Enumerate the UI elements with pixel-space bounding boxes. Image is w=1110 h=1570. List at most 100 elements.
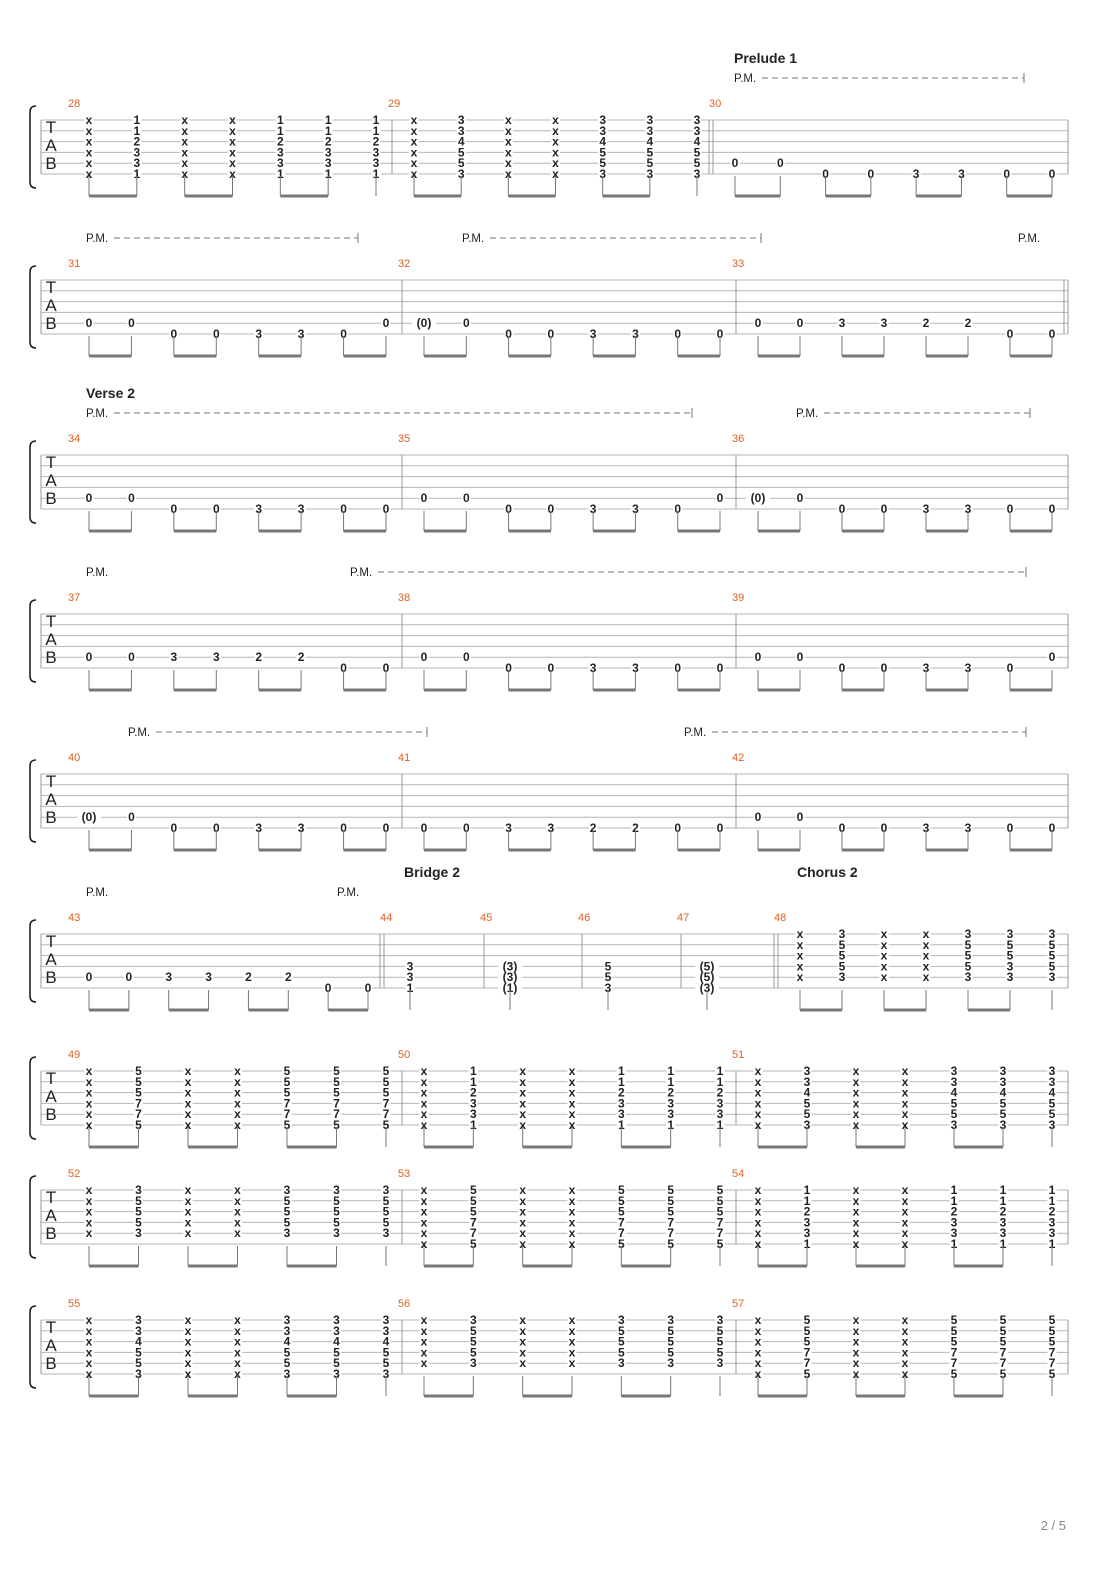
fret-backing [381,1358,391,1369]
muted-note: x [519,1324,526,1338]
muted-note: x [519,1356,526,1370]
fret-number: 3 [284,1313,291,1327]
fret-number: 0 [86,316,93,330]
fret-backing [180,158,190,169]
measure-number: 28 [68,98,80,110]
fret-number: 5 [1000,1313,1007,1327]
fret-backing [381,1217,391,1228]
measure-number: 41 [398,752,410,764]
fret-backing [851,1185,861,1195]
fret-backing [879,318,889,329]
muted-note: x [411,135,418,149]
muted-note: x [797,927,804,941]
measure-number: 32 [398,258,410,270]
fret-number: 5 [135,1345,142,1359]
fret-number: 0 [881,502,888,516]
fret-backing [900,1185,910,1195]
fret-number: 2 [133,135,140,149]
fret-number: 0 [777,156,784,170]
muted-note: x [519,1075,526,1089]
fret-backing [900,1239,910,1249]
muted-note: x [569,1086,576,1100]
fret-backing [254,823,264,833]
fret-backing [837,663,847,673]
fret-backing [949,1098,959,1109]
fret-number: 7 [470,1215,477,1229]
fret-number: 3 [1049,927,1056,941]
fret-backing [331,1206,342,1217]
fret-backing [169,504,179,514]
fret-backing [126,493,137,504]
fret-backing [456,158,466,169]
fret-number: 3 [599,113,606,127]
fret-backing [616,1228,626,1239]
fret-number: 5 [618,1205,625,1219]
fret-backing [1047,972,1057,983]
fret-backing [630,504,641,514]
section-heading: Bridge 2 [404,864,460,880]
fret-backing [1047,939,1057,950]
fret-number: 0 [797,650,804,664]
fret-backing [518,1358,528,1369]
muted-note: x [552,167,559,181]
fret-backing [837,504,847,514]
fret-number: 3 [839,970,846,984]
fret-backing [183,1098,193,1109]
fret-number: (3) [503,959,518,973]
fret-backing [645,125,655,136]
fret-number: 0 [548,327,555,341]
fret-backing [949,1206,959,1217]
fret-number: 0 [1049,327,1056,341]
muted-note: x [569,1205,576,1219]
fret-number: 5 [667,1183,674,1197]
fret-number: 3 [133,156,140,170]
fret-backing [503,504,514,514]
fret-backing [331,1185,342,1195]
fret-backing [598,147,608,158]
fret-backing [211,823,221,833]
muted-note: x [86,1183,93,1197]
muted-note: x [86,1324,93,1338]
fret-number: 5 [333,1118,340,1132]
fret-backing [1005,663,1015,673]
fret-backing [879,961,889,972]
muted-note: x [86,1096,93,1110]
fret-number: 5 [333,1215,340,1229]
fret-number: (0) [82,810,97,824]
fret-number: 5 [470,1335,477,1349]
fret-backing [84,1369,94,1379]
fret-number: 3 [383,1324,390,1338]
fret-backing [715,1185,725,1195]
fret-number: 2 [255,650,262,664]
fret-backing [616,1347,626,1358]
muted-note: x [411,167,418,181]
fret-backing [232,1087,243,1098]
fret-number: 0 [732,156,739,170]
fret-backing [232,1195,243,1206]
fret-backing [84,1315,94,1325]
fret-backing [180,125,190,136]
fret-backing [133,1347,144,1358]
fret-backing [949,1120,959,1130]
fret-number: 0 [213,327,220,341]
muted-note: x [519,1194,526,1208]
muted-note: x [185,1075,192,1089]
fret-backing [331,1325,342,1336]
fret-number: 5 [804,1313,811,1327]
fret-backing [323,158,333,169]
fret-backing [498,983,522,993]
fret-backing [84,1206,94,1217]
fret-backing [998,1325,1008,1336]
fret-number: 7 [470,1226,477,1240]
fret-backing [900,1066,910,1076]
fret-backing [1047,1206,1057,1217]
fret-number: 5 [458,145,465,159]
fret-number: 3 [965,927,972,941]
fret-backing [795,972,805,983]
fret-backing [963,972,973,983]
fret-number: 7 [383,1107,390,1121]
fret-backing [598,169,608,179]
fret-number: 5 [804,1324,811,1338]
muted-note: x [569,1226,576,1240]
fret-backing [371,136,381,147]
